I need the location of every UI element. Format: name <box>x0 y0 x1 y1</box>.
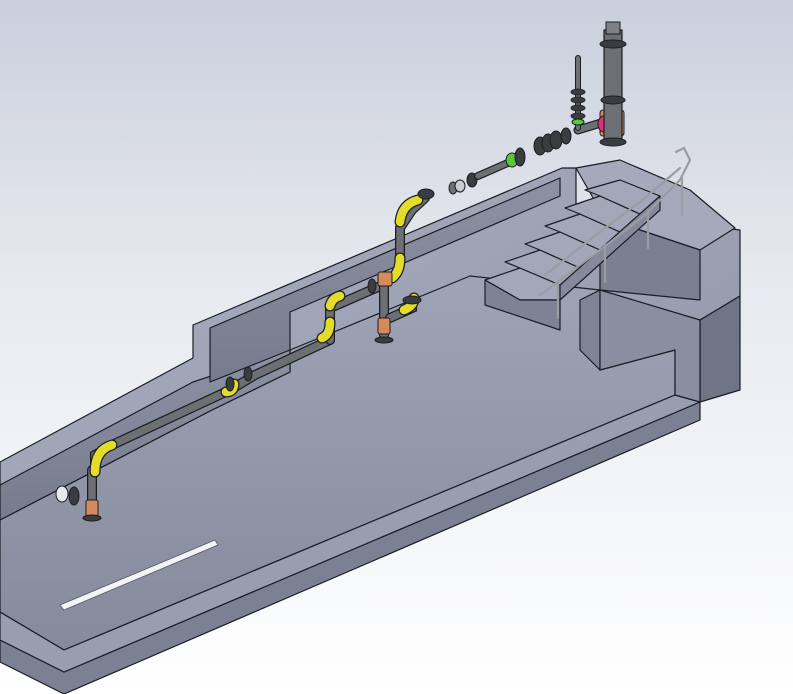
flange-stack[interactable] <box>533 127 572 156</box>
basin-inner-wall-middle <box>209 177 561 383</box>
pipe-flanges[interactable] <box>55 188 435 522</box>
handrail-top-rail <box>538 146 692 297</box>
tee-middle-upper[interactable] <box>377 271 393 287</box>
tee-middle-lower[interactable] <box>377 317 391 335</box>
washer-3[interactable] <box>570 104 586 112</box>
flange-mid-1[interactable] <box>225 376 235 392</box>
riser-flange-top[interactable] <box>599 39 627 49</box>
flange-mid-3[interactable] <box>367 278 377 294</box>
riser-cap[interactable] <box>605 21 621 35</box>
vertical-stem-assembly[interactable] <box>570 55 586 131</box>
piping-system[interactable] <box>55 21 627 522</box>
flange-valve-green[interactable] <box>514 147 526 167</box>
vertical-riser-right[interactable] <box>599 21 627 147</box>
washer-1[interactable] <box>570 88 586 96</box>
handrail-mid-rail <box>543 166 682 277</box>
basin-right-recess <box>599 289 701 403</box>
flange-mid-2[interactable] <box>243 366 253 382</box>
flange-middle-bottom[interactable] <box>374 336 394 344</box>
handrail[interactable] <box>538 146 692 320</box>
flange-left-bottom[interactable] <box>82 514 102 522</box>
flange-riser-top[interactable] <box>417 188 435 200</box>
riser-flange-bottom[interactable] <box>599 137 627 147</box>
tee-left[interactable] <box>85 499 99 517</box>
flange-branch-top[interactable] <box>402 295 422 305</box>
washer-5-green[interactable] <box>571 118 585 126</box>
exploded-components[interactable] <box>448 21 627 195</box>
floor-drain-slot <box>59 539 219 611</box>
stair-stringer <box>484 279 561 331</box>
washer-2[interactable] <box>570 96 586 104</box>
washer-4[interactable] <box>570 112 586 120</box>
fitting-coupling-2[interactable] <box>454 179 466 193</box>
flange-left-wall[interactable] <box>68 486 80 506</box>
flange-wall-outlet[interactable] <box>55 485 69 503</box>
riser-flange-mid[interactable] <box>600 95 626 105</box>
